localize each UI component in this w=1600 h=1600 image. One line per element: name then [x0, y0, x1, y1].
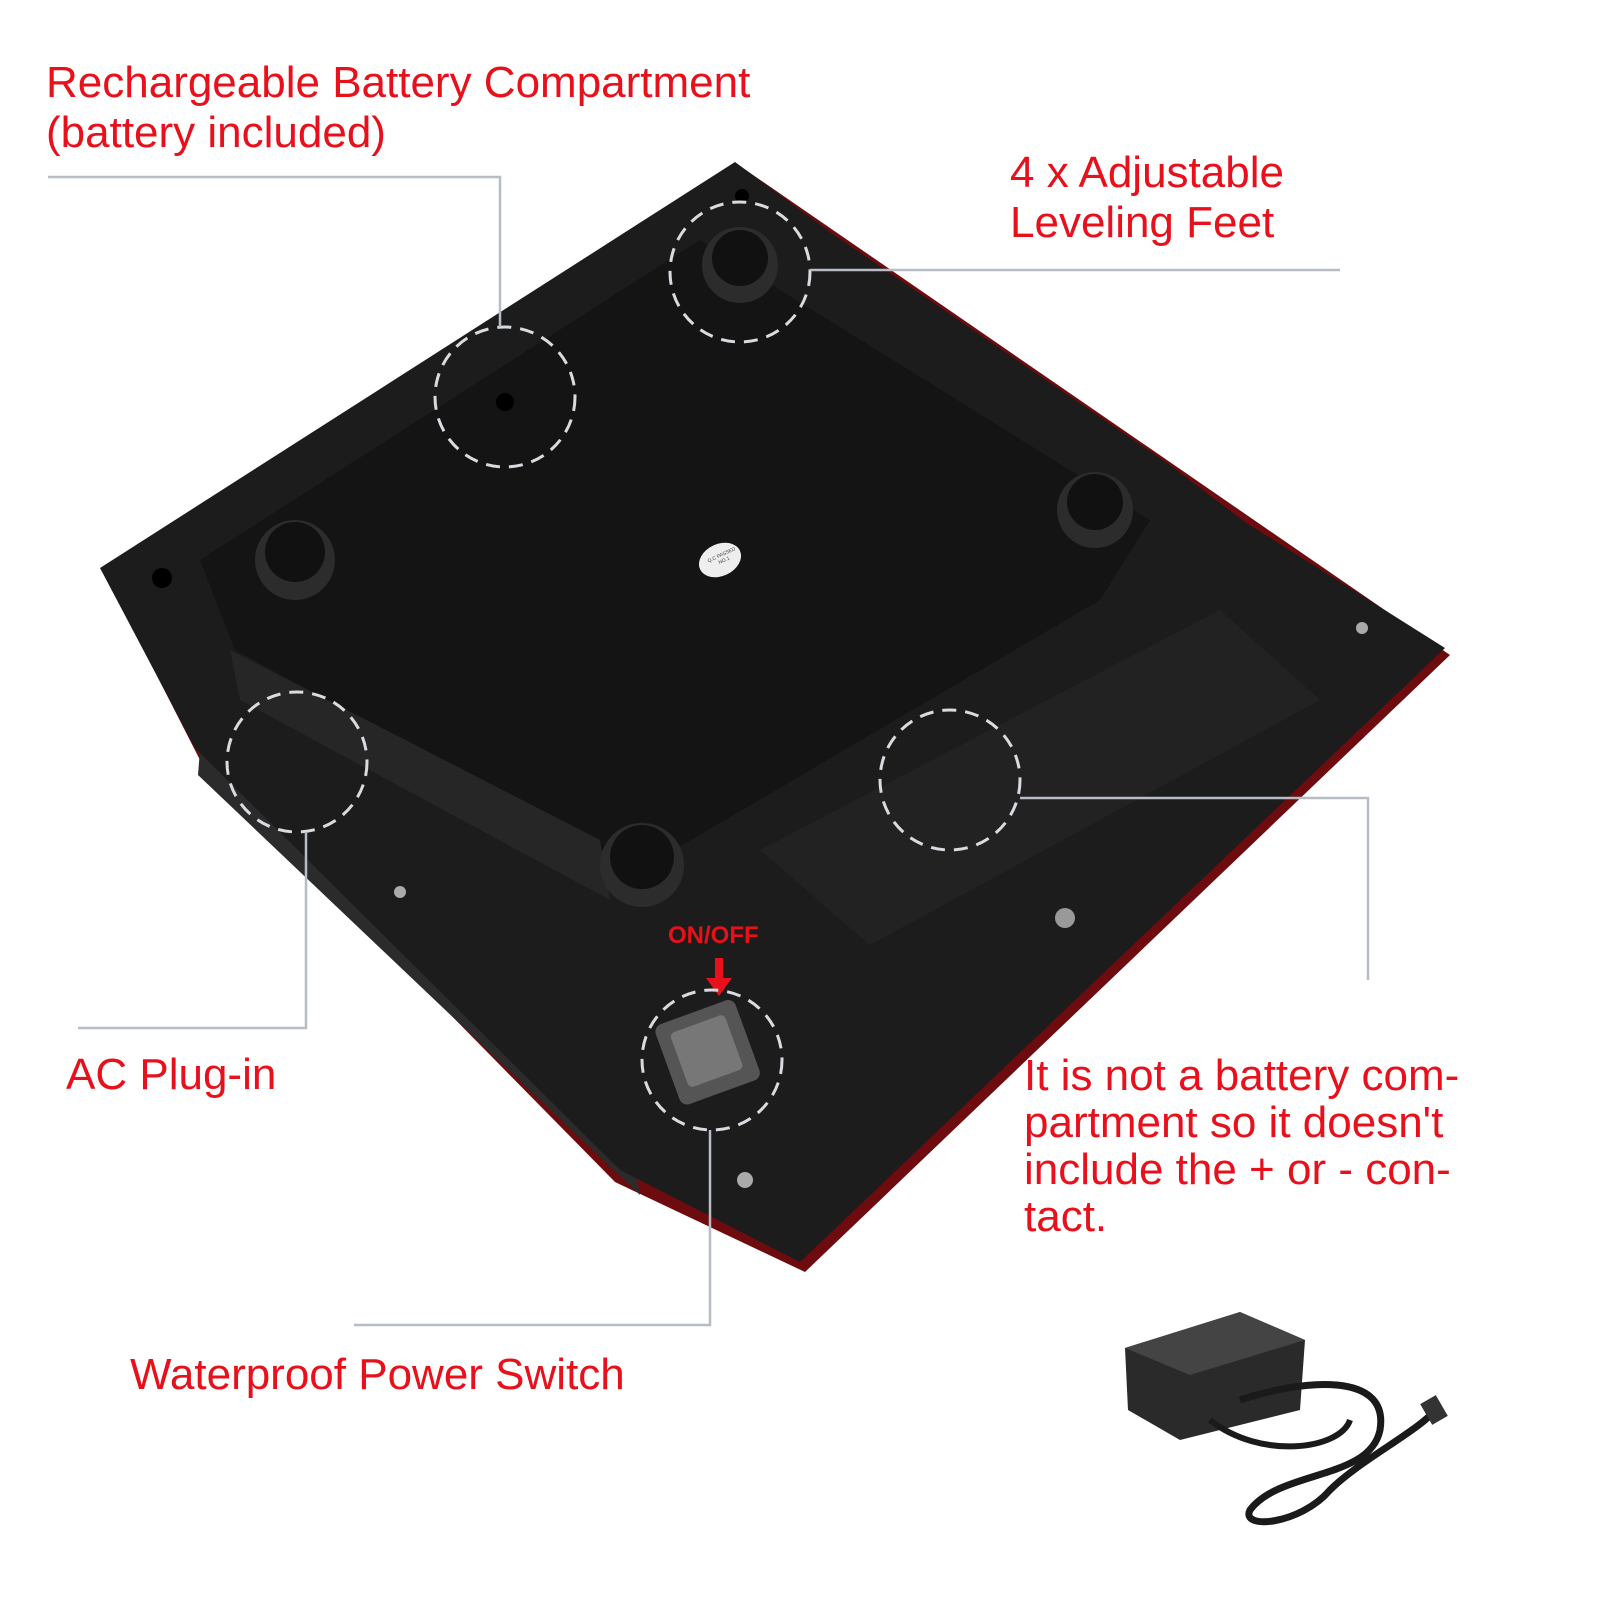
- label-leveling-feet: 4 x Adjustable Leveling Feet: [1010, 148, 1284, 247]
- leader-line-note: [1020, 796, 1370, 980]
- scale-base-plate: [198, 750, 640, 1195]
- highlight-circle-feet: [668, 200, 812, 344]
- highlight-circle-cover: [878, 708, 1022, 852]
- leveling-foot: [255, 520, 335, 600]
- arrow-down-icon: [706, 958, 732, 996]
- leader-line-switch: [354, 1130, 712, 1327]
- qc-sticker: [698, 542, 742, 578]
- label-on-off: ON/OFF: [668, 922, 759, 949]
- side-rail: [230, 650, 610, 900]
- cover-plate: [760, 610, 1320, 945]
- leveling-foot: [702, 227, 778, 303]
- label-ac-plug: AC Plug-in: [66, 1050, 277, 1099]
- scale-top-panel: [200, 240, 1150, 870]
- label-battery-compartment: Rechargeable Battery Compartment (batter…: [46, 58, 751, 157]
- leader-line-battery: [48, 175, 502, 327]
- leveling-foot: [1057, 472, 1133, 548]
- highlight-circle-ac: [225, 690, 369, 834]
- power-switch[interactable]: [653, 998, 762, 1107]
- leveling-foot: [600, 823, 684, 907]
- label-note: It is not a battery com- partment so it …: [1024, 1051, 1460, 1241]
- highlight-circle-battery: [433, 325, 577, 469]
- label-power-switch: Waterproof Power Switch: [130, 1350, 625, 1399]
- highlight-circle-switch: [640, 988, 784, 1132]
- leader-line-ac: [78, 832, 308, 1030]
- ac-adapter-image: [1125, 1312, 1448, 1526]
